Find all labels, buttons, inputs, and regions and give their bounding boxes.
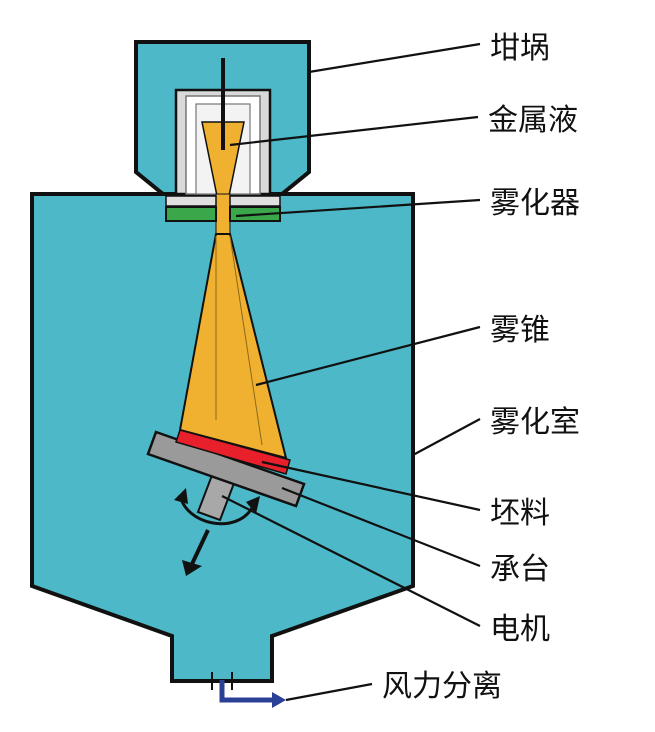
- label-billet: 坯料: [490, 496, 550, 531]
- label-atomization-chamber: 雾化室: [490, 405, 580, 440]
- label-motor: 电机: [490, 612, 550, 647]
- exhaust-arrow: [219, 680, 272, 703]
- rotation-arrowhead: [246, 496, 260, 514]
- atomizer: [165, 195, 281, 222]
- metal-stream: [215, 193, 231, 235]
- tilt-arrow: [190, 529, 210, 565]
- label-atomizer: 雾化器: [490, 186, 580, 221]
- label-cyclone-separation: 风力分离: [382, 669, 502, 704]
- tilt-arrowhead: [182, 560, 202, 576]
- rotation-arrowtail: [174, 488, 188, 504]
- label-crucible: 坩埚: [490, 31, 550, 66]
- rotation-arrow: [178, 494, 254, 526]
- spray-cone-edge: [229, 235, 263, 446]
- label-substrate: 承台: [490, 552, 550, 587]
- label-spray-cone: 雾锥: [490, 313, 550, 348]
- exhaust-arrowhead: [272, 692, 286, 708]
- label-molten-metal: 金属液: [488, 103, 578, 138]
- leader-lines: [221, 42, 481, 702]
- billet: [175, 429, 291, 475]
- spray-cone: [178, 233, 288, 460]
- substrate: [146, 430, 306, 508]
